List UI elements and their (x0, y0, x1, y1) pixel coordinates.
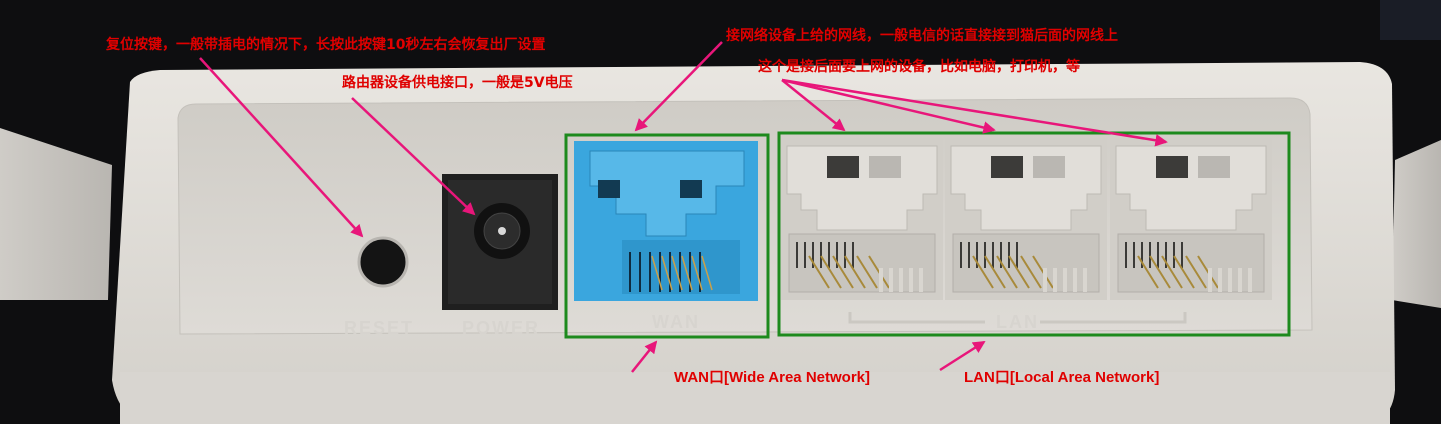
reset-annotation: 复位按键，一般带插电的情况下，长按此按键10秒左右会恢复出厂设置 (106, 37, 546, 53)
wan-cable-annotation: 接网络设备上给的网线，一般电信的话直接接到猫后面的网线上 (726, 28, 1118, 44)
reset-hole (357, 236, 409, 288)
lan-devices-annotation: 这个是接后面要上网的设备，比如电脑，打印机，等 (758, 59, 1080, 75)
lan-arrow-3 (781, 78, 1168, 147)
lan-highlight-box (777, 131, 1291, 337)
lan-port-1 (779, 136, 945, 302)
wan-port-annotation: WAN口[Wide Area Network] (674, 369, 870, 386)
lan-port-arrow (939, 340, 986, 372)
power-jack (442, 174, 558, 310)
right-antenna (1392, 140, 1441, 308)
lan-bracket (848, 312, 1187, 324)
wan-port (574, 141, 758, 301)
reset-label: RESET (344, 318, 415, 338)
lan-label: LAN (996, 312, 1039, 332)
wan-highlight-box (564, 133, 770, 339)
lan-port-3 (1108, 136, 1274, 302)
power-label: POWER (462, 318, 541, 338)
reset-arrow (199, 57, 364, 238)
wan-label: WAN (652, 312, 700, 332)
lan-port-2 (943, 136, 1109, 302)
lan-arrow-1 (781, 79, 846, 132)
wan-port-arrow (631, 340, 658, 373)
lan-arrow-2 (781, 78, 996, 134)
power-annotation: 路由器设备供电接口，一般是5V电压 (342, 75, 573, 91)
left-antenna (0, 128, 112, 300)
lan-port-annotation: LAN口[Local Area Network] (964, 369, 1160, 386)
power-arrow (351, 97, 476, 216)
wan-cable-arrow (634, 41, 723, 132)
